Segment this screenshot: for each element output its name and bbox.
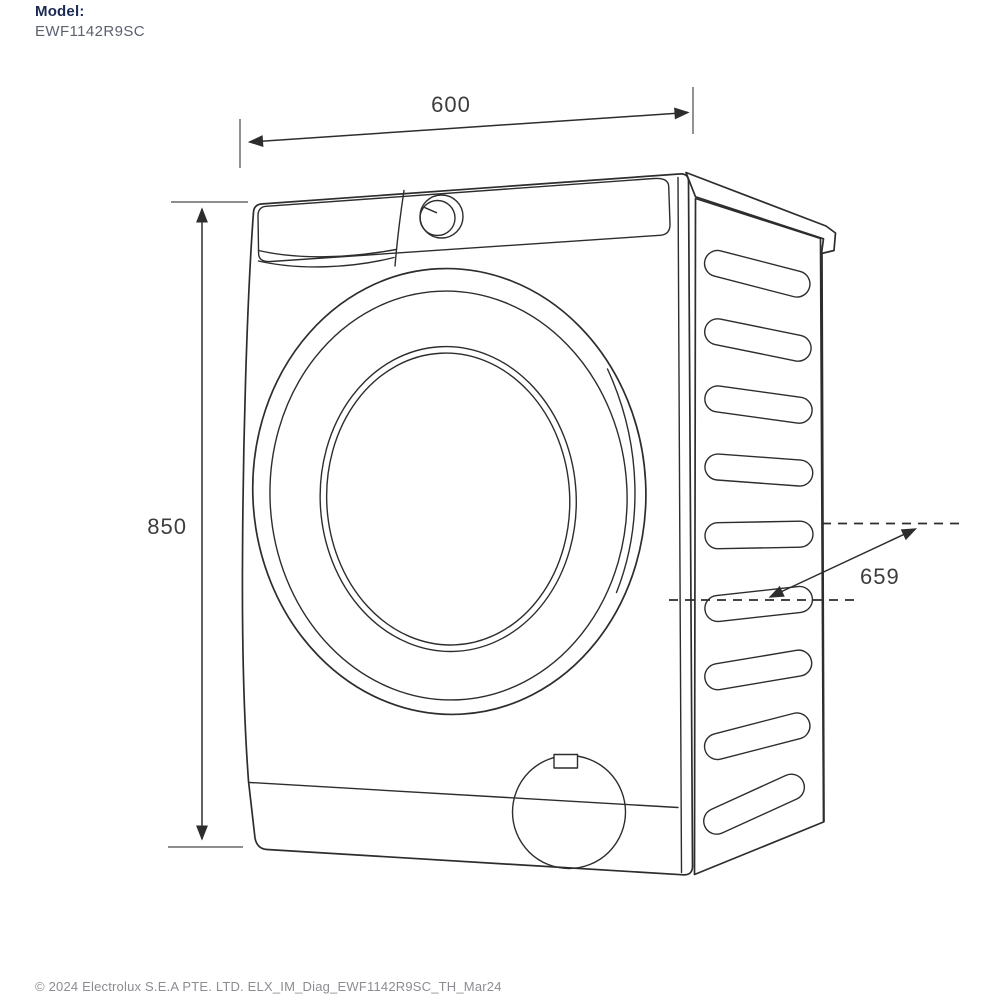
depth-arrow (768, 528, 917, 598)
washing-machine-drawing (241, 171, 837, 876)
model-header: Model: EWF1142R9SC (35, 2, 145, 42)
vent-slot (703, 712, 811, 761)
dimension-depth: 659 (669, 522, 966, 601)
vent-slot (704, 520, 814, 550)
door-glass-rim (319, 345, 577, 653)
depth-value: 659 (860, 564, 900, 589)
drawer-divider (394, 189, 405, 267)
worktop-edge (685, 171, 837, 255)
dimension-height: 850 (147, 201, 248, 848)
vent-slot (704, 318, 812, 362)
door-middle-ring (269, 290, 628, 701)
vent-slot (704, 649, 813, 691)
width-value: 600 (431, 92, 471, 117)
program-knob (419, 194, 464, 239)
vent-slot (703, 249, 811, 298)
vent-slot (704, 453, 814, 487)
door-highlight-crescent (606, 368, 636, 594)
knob-face (419, 199, 456, 237)
model-label: Model: (35, 3, 85, 20)
front-panel (241, 173, 694, 876)
width-arrow (247, 107, 690, 148)
height-value: 850 (147, 514, 187, 539)
knob-pointer (424, 206, 438, 214)
vent-slot (703, 773, 806, 835)
door-outer-ring (251, 267, 647, 716)
door-assembly (251, 267, 647, 716)
drawer-groove-top (257, 248, 397, 258)
front-right-seam (677, 176, 683, 874)
drawer-groove-bottom (257, 256, 395, 268)
copyright-line: © 2024 Electrolux S.E.A PTE. LTD. ELX_IM… (35, 979, 502, 994)
door-glass-inner (325, 352, 571, 646)
control-panel (257, 177, 671, 263)
vent-slot (704, 385, 813, 424)
service-door-latch (553, 753, 579, 769)
dimension-width: 600 (239, 87, 694, 168)
model-number: EWF1142R9SC (35, 22, 145, 40)
kick-panel-seam (249, 781, 679, 809)
